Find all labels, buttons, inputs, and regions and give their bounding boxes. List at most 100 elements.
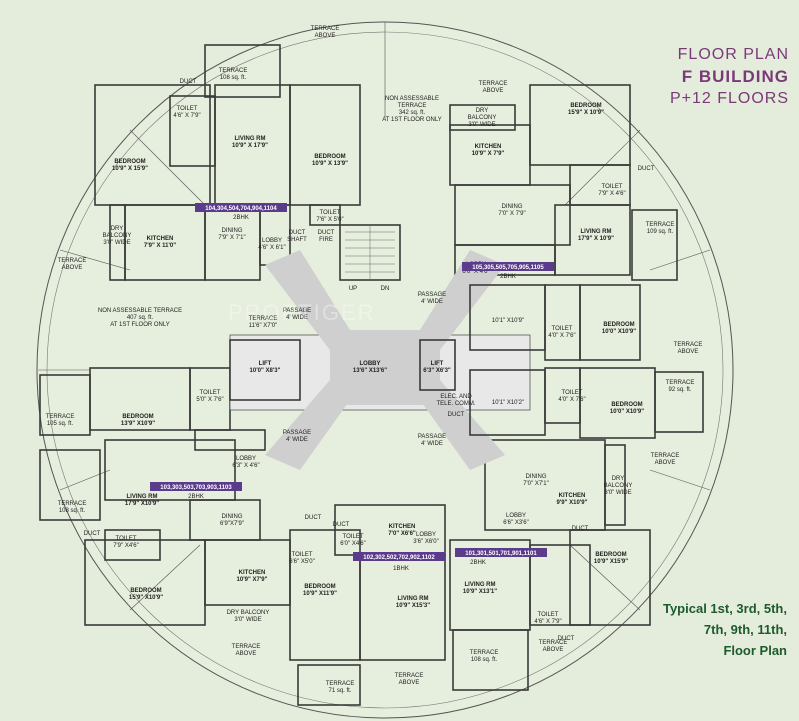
lobby-br-line: LOBBY (506, 513, 526, 519)
passage-tr-line: PASSAGE (418, 292, 446, 298)
dry-balcony-bl-line: DRY BALCONY (227, 610, 270, 616)
unit-type-tl-label: 2BHK (233, 215, 249, 221)
bedroom-l-line: BEDROOM (122, 414, 153, 420)
toilet-l2-line: 7'9" X4'6" (113, 543, 139, 549)
dining-rr-line: 7'0" X7'1" (523, 481, 549, 487)
kitchen-bl-line: KITCHEN (239, 570, 266, 576)
terrace-above-bc-line: TERRACE (395, 673, 424, 679)
up-label: UP (349, 286, 357, 292)
non-assess-top-line: TERRACE (398, 103, 427, 109)
toilet-tl2-line: TOILET (320, 210, 341, 216)
toilet-l2-line: TOILET (116, 536, 137, 542)
dry-balcony-tr-line: 3'0" WIDE (468, 122, 495, 128)
lobby-center-line: LOBBY (360, 361, 381, 367)
bedroom-bc-line: 10'9" X11'9" (303, 591, 337, 597)
toilet-r-line: TOILET (552, 326, 573, 332)
duct-tr-line: DUCT (638, 166, 655, 172)
terrace-108-top (204, 44, 281, 98)
living-tl-line: LIVING RM (235, 136, 266, 142)
terrace-above-br-line: ABOVE (543, 647, 564, 653)
dining-tr-line: 7'0" X 7'9" (498, 211, 525, 217)
bedroom-tl1-line: 10'9" X 15'9" (112, 166, 148, 172)
bedroom-tr-line: 15'9" X 10'9" (568, 110, 604, 116)
terrace-above-tr-line: ABOVE (483, 88, 504, 94)
dn-line: DN (381, 286, 390, 292)
duct-bc-label: DUCT (305, 515, 322, 521)
room-10-2-label: 10'1" X10'2" (492, 400, 524, 406)
duct-bc2-line: DUCT (333, 522, 350, 528)
passage-tr-line: 4' WIDE (421, 299, 443, 305)
unit-tag-102: 102,302,502,702,902,1102 (353, 552, 445, 561)
terrace-above-tr-line: TERRACE (479, 81, 508, 87)
lift-r-line: LIFT (431, 361, 444, 367)
toilet-rr-line: TOILET (562, 390, 583, 396)
duct-bc2-label: DUCT (333, 522, 350, 528)
terrace-above-top-line: ABOVE (315, 33, 336, 39)
room-10-2-line: 10'1" X10'2" (492, 400, 524, 406)
elec-line: ELEC. AND (440, 394, 472, 400)
unit-101 (449, 529, 651, 631)
unit-type-br-line: 2BHK (470, 560, 486, 566)
duct-br2-label: DUCT (558, 636, 575, 642)
watermark: PROPTIGER (228, 300, 376, 325)
central-core (229, 224, 546, 470)
living-l-line: LIVING RM (127, 494, 158, 500)
duct-br-line: DUCT (572, 526, 589, 532)
typical-floors-note: Typical 1st, 3rd, 5th, 7th, 9th, 11th, F… (663, 598, 787, 661)
non-assess-left-line: 407 sq. ft. (127, 315, 154, 321)
bedroom-rr-line: BEDROOM (611, 402, 642, 408)
bedroom-r-line: 10'0" X10'9" (602, 329, 636, 335)
passage-tl-line: PASSAGE (283, 308, 311, 314)
dining-l-line: 6'9"X7'9" (220, 521, 244, 527)
bedroom-r-line: BEDROOM (603, 322, 634, 328)
dry-balcony-rr-line: 3'0" WIDE (604, 490, 631, 496)
unit-tag-101: 101,301,501,701,901,1101 (455, 548, 547, 557)
dry-balcony-rr-line: DRY (612, 476, 625, 482)
toilet-tl-line: TOILET (177, 106, 198, 112)
terrace-108-left (39, 449, 101, 521)
terrace-117-line: TERRACE (249, 316, 278, 322)
bedroom-bl-line: 15'9" X10'9" (129, 595, 163, 601)
terrace-above-bl-line: ABOVE (236, 651, 257, 657)
duct-fire-line: DUCT (318, 230, 335, 236)
terrace-108-top-line: TERRACE (219, 68, 248, 74)
dn-label: DN (381, 286, 390, 292)
bedroom-br-line: BEDROOM (595, 552, 626, 558)
lobby-bc-line: 3'6" X6'0" (413, 539, 439, 545)
terrace-92-line: 92 sq. ft. (668, 387, 691, 393)
dry-balcony-tl-line: BALCONY (103, 233, 132, 239)
terrace-109-line: TERRACE (646, 222, 675, 228)
dry-balcony-rr-line: BALCONY (604, 483, 633, 489)
non-assess-top-line: AT 1ST FLOOR ONLY (382, 117, 442, 123)
room-10-1-line: 10'1" X10'9" (492, 318, 524, 324)
kitchen-rr-line: 9'9" X10'9" (557, 500, 588, 506)
